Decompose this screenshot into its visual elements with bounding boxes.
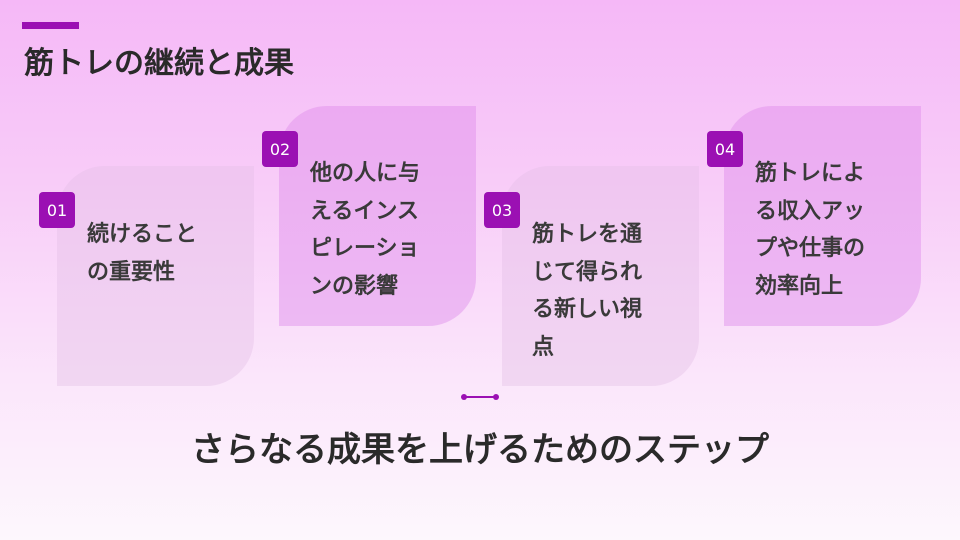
step-card-1: [57, 166, 254, 386]
title-accent-bar: [22, 22, 79, 29]
step-card-4: [724, 106, 921, 326]
step-text-1: 続けること の重要性: [87, 221, 198, 285]
step-badge-4: 04: [707, 131, 743, 167]
step-card-3: [502, 166, 699, 386]
slide-subtitle: さらなる成果を上げるためのステップ: [191, 430, 769, 470]
step-badge-2: 02: [262, 131, 298, 167]
step-card-2: [279, 106, 476, 326]
divider-dot-left: [461, 394, 467, 400]
divider-line: [461, 394, 499, 400]
step-badge-1: 01: [39, 192, 75, 228]
step-text-3: 筋トレを通 じて得られ る新しい視 点: [532, 221, 643, 360]
step-text-4: 筋トレによ る収入アッ プや仕事の 効率向上: [755, 160, 866, 299]
step-text-2: 他の人に与 えるインス ピレーショ ンの影響: [310, 160, 421, 299]
divider-dot-right: [493, 394, 499, 400]
slide-title: 筋トレの継続と成果: [24, 46, 294, 81]
step-badge-3: 03: [484, 192, 520, 228]
